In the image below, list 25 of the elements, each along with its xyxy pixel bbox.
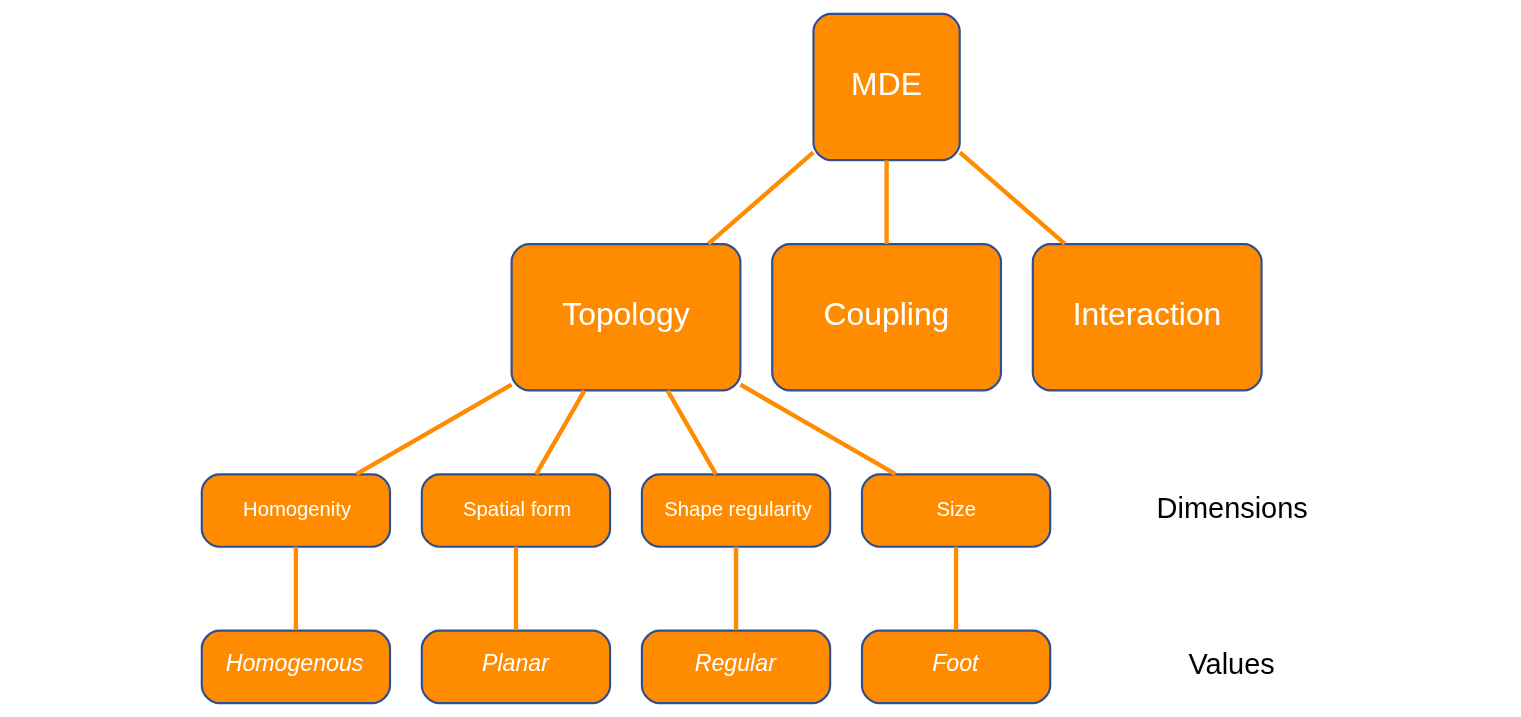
node-box: Shape regularity [640,473,831,548]
connector [513,546,518,631]
connector [293,546,298,631]
connector [957,150,1066,246]
node-box: Size [860,473,1051,548]
node-box: Planar [420,629,611,705]
connector [354,382,513,477]
node-box: Spatial form [420,473,611,548]
connector [733,546,738,631]
connector [706,150,815,246]
connector [665,389,718,476]
label: Values [1187,648,1275,681]
node-box: Homogenity [200,473,391,548]
connector [738,382,897,477]
label: Dimensions [1156,491,1308,524]
connector [533,389,586,476]
node-box: Interaction [1031,243,1263,392]
connector [953,546,958,631]
connector [883,160,889,244]
node-box: MDE [811,12,961,162]
node-box: Topology [510,243,741,392]
node-box: Coupling [770,243,1002,392]
node-box: Foot [860,629,1051,705]
node-box: Regular [640,629,831,705]
node-box: Homogenous [200,629,391,705]
